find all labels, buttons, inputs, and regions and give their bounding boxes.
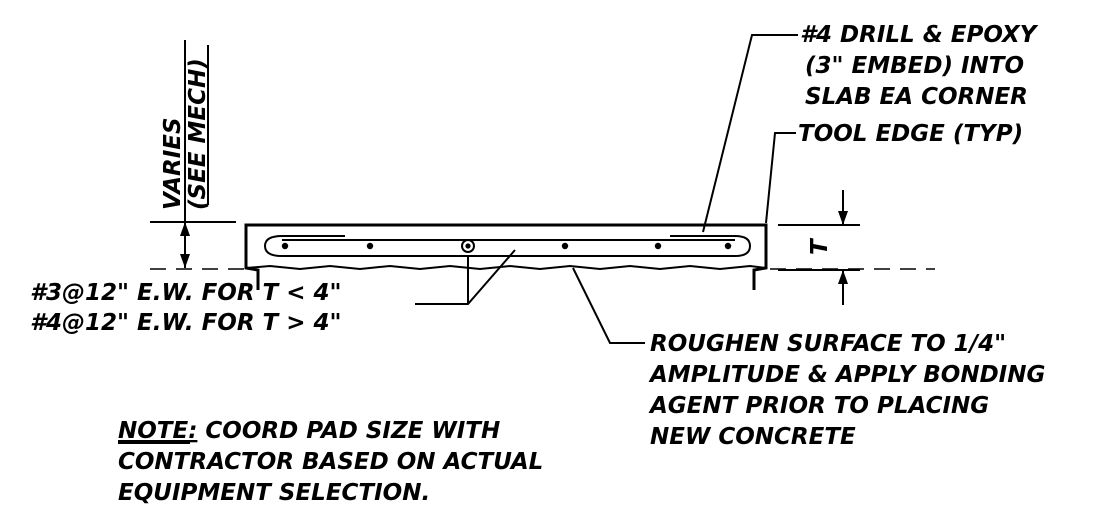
rebar-dot bbox=[654, 242, 662, 250]
drill-note-line2: (3" EMBED) INTO bbox=[805, 53, 1024, 79]
rebar-dot bbox=[724, 242, 732, 250]
thickness-label: T bbox=[807, 237, 833, 255]
rebar-note-line2: #4@12" E.W. FOR T > 4" bbox=[30, 310, 342, 336]
roughen-note-line3: AGENT PRIOR TO PLACING bbox=[648, 393, 989, 419]
rebar bbox=[263, 235, 752, 257]
tool-edge-leader bbox=[765, 132, 796, 224]
rebar-leader bbox=[415, 249, 516, 305]
rebar-dot bbox=[561, 242, 569, 250]
concrete-pad-outline bbox=[244, 223, 768, 290]
general-note-line3: EQUIPMENT SELECTION. bbox=[118, 480, 430, 506]
varies-label: VARIES bbox=[160, 117, 186, 210]
varies-dimension bbox=[150, 40, 236, 268]
rebar-dot bbox=[366, 242, 374, 250]
rebar-dot bbox=[461, 239, 475, 253]
note-text: COORD PAD SIZE WITH bbox=[197, 418, 500, 444]
thickness-dimension bbox=[778, 190, 860, 305]
roughen-leader bbox=[572, 267, 645, 344]
rebar-dot bbox=[281, 242, 289, 250]
see-mech-label: (SEE MECH) bbox=[185, 58, 211, 210]
roughen-note-line4: NEW CONCRETE bbox=[650, 424, 856, 450]
roughened-surface bbox=[245, 264, 767, 271]
rebar-dot bbox=[465, 243, 471, 249]
tool-edge-label: TOOL EDGE (TYP) bbox=[798, 121, 1023, 147]
drill-note-line1: #4 DRILL & EPOXY bbox=[800, 22, 1039, 48]
roughen-note-line1: ROUGHEN SURFACE TO 1/4" bbox=[650, 331, 1006, 357]
drill-leader bbox=[702, 34, 798, 233]
general-note-line2: CONTRACTOR BASED ON ACTUAL bbox=[118, 449, 543, 475]
note-heading: NOTE: bbox=[118, 418, 197, 444]
general-note-line1: NOTE: COORD PAD SIZE WITH bbox=[118, 418, 500, 444]
roughen-note-line2: AMPLITUDE & APPLY BONDING bbox=[648, 362, 1045, 388]
drill-note-line3: SLAB EA CORNER bbox=[805, 84, 1028, 110]
rebar-note-line1: #3@12" E.W. FOR T < 4" bbox=[30, 280, 342, 306]
